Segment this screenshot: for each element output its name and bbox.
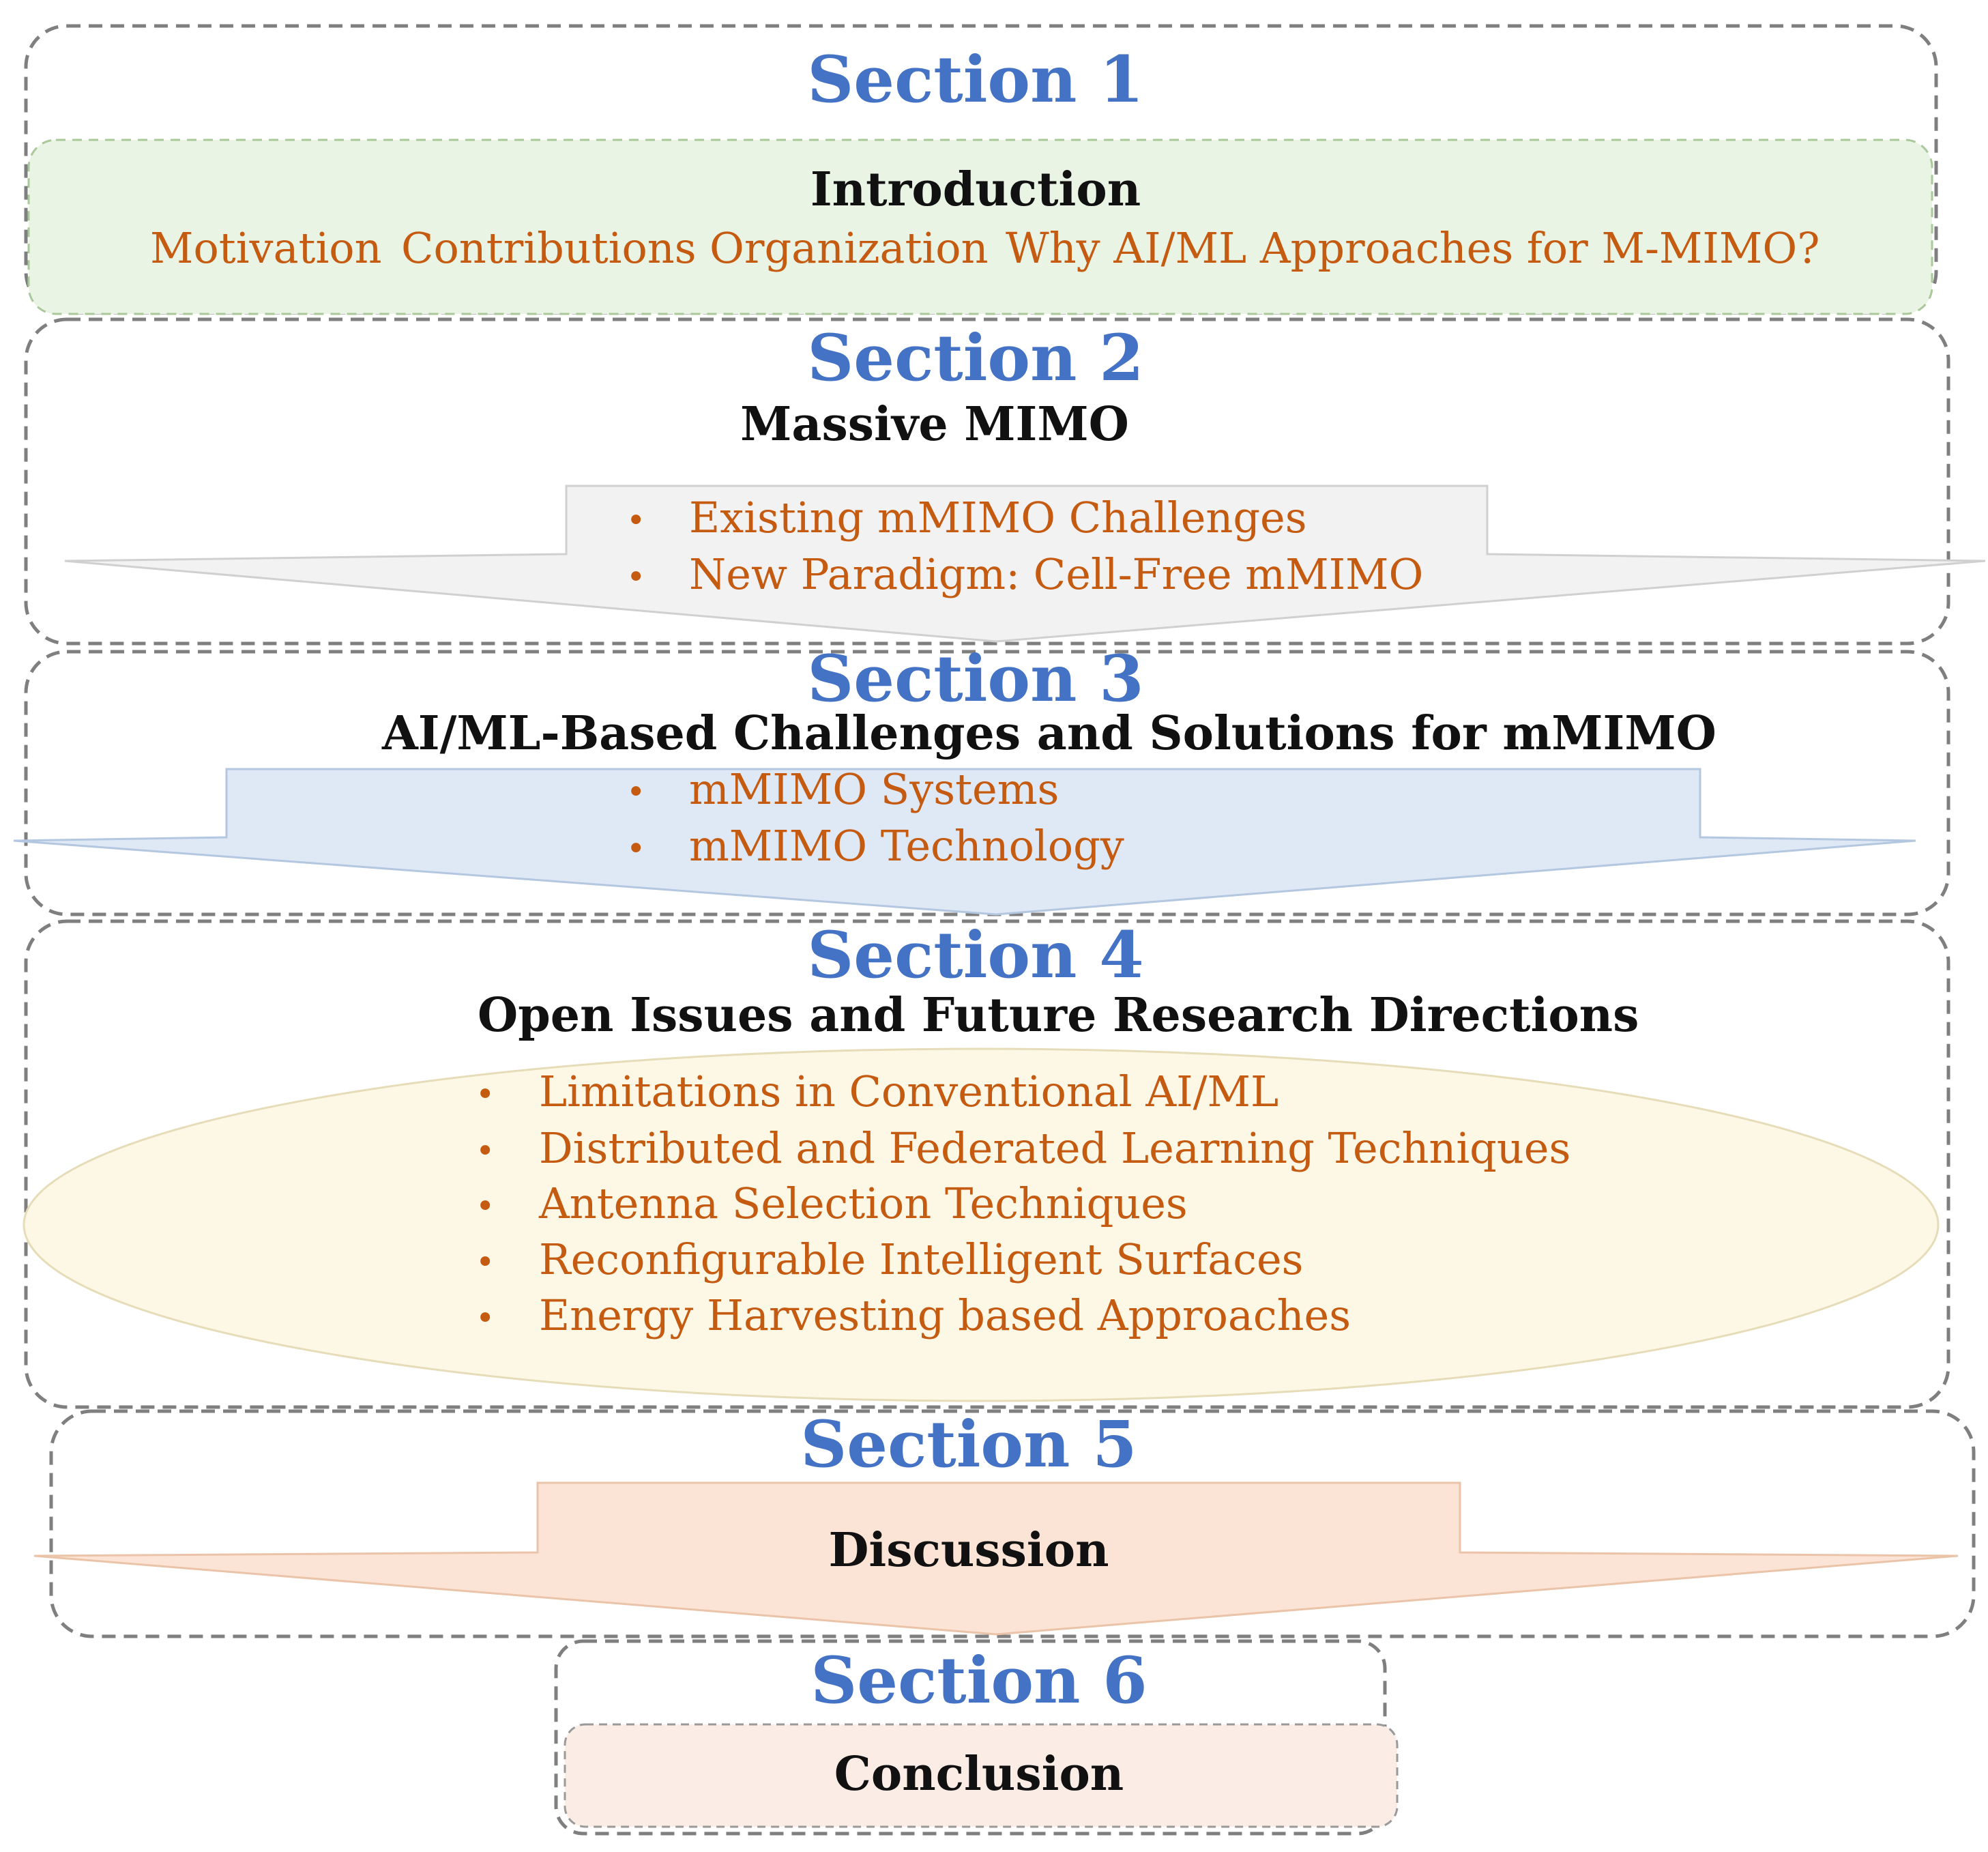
ai-ml-item-technology: mMIMO Technology	[689, 821, 1124, 871]
section-3-title: Section 3	[807, 641, 1144, 717]
intro-item-contributions: Contributions	[401, 223, 697, 273]
bullet-icon: •	[626, 558, 646, 596]
section-5-title: Section 5	[800, 1407, 1137, 1482]
open-item-antenna-selection: Antenna Selection Techniques	[539, 1178, 1188, 1228]
section-2-title: Section 2	[807, 321, 1144, 396]
section-1-title: Section 1	[807, 42, 1144, 117]
conclusion-box	[564, 1723, 1399, 1828]
section-4-title: Section 4	[807, 918, 1144, 993]
bullet-icon: •	[476, 1075, 495, 1114]
bullet-icon: •	[476, 1243, 495, 1282]
section-6-title: Section 6	[810, 1643, 1148, 1718]
section-2-frame	[24, 317, 1950, 646]
section-5-frame	[49, 1409, 1976, 1638]
section-3-frame	[24, 650, 1950, 916]
open-item-energy-harvesting: Energy Harvesting based Approaches	[539, 1290, 1351, 1340]
open-item-limitations: Limitations in Conventional AI/ML	[539, 1067, 1279, 1116]
bullet-icon: •	[476, 1187, 495, 1226]
section-4-frame	[24, 919, 1950, 1409]
intro-item-organization: Organization	[710, 223, 989, 273]
massive-mimo-heading: Massive MIMO	[740, 397, 1129, 452]
massive-mimo-arrow	[64, 484, 1986, 643]
open-issues-ellipse	[23, 1047, 1940, 1402]
open-item-ris: Reconfigurable Intelligent Surfaces	[539, 1234, 1304, 1284]
ai-ml-heading: AI/ML-Based Challenges and Solutions for…	[382, 706, 1716, 761]
mimo-item-existing-challenges: Existing mMIMO Challenges	[689, 493, 1307, 542]
open-item-federated-learning: Distributed and Federated Learning Techn…	[539, 1123, 1571, 1173]
introduction-heading: Introduction	[810, 162, 1141, 217]
intro-item-motivation: Motivation	[150, 223, 382, 273]
ai-ml-item-systems: mMIMO Systems	[689, 764, 1059, 814]
mimo-item-cell-free: New Paradigm: Cell-Free mMIMO	[689, 549, 1424, 599]
section-1-frame	[24, 24, 1938, 315]
ai-ml-arrow	[13, 768, 1916, 916]
bullet-icon: •	[476, 1132, 495, 1170]
intro-item-why-ai-ml: Why AI/ML Approaches for M-MIMO?	[1006, 223, 1820, 273]
introduction-box	[27, 139, 1933, 315]
discussion-heading: Discussion	[828, 1523, 1109, 1578]
bullet-icon: •	[476, 1299, 495, 1337]
discussion-arrow	[33, 1481, 1959, 1636]
bullet-icon: •	[626, 830, 646, 868]
bullet-icon: •	[626, 502, 646, 540]
open-issues-heading: Open Issues and Future Research Directio…	[478, 988, 1639, 1043]
bullet-icon: •	[626, 773, 646, 811]
conclusion-heading: Conclusion	[834, 1747, 1124, 1802]
